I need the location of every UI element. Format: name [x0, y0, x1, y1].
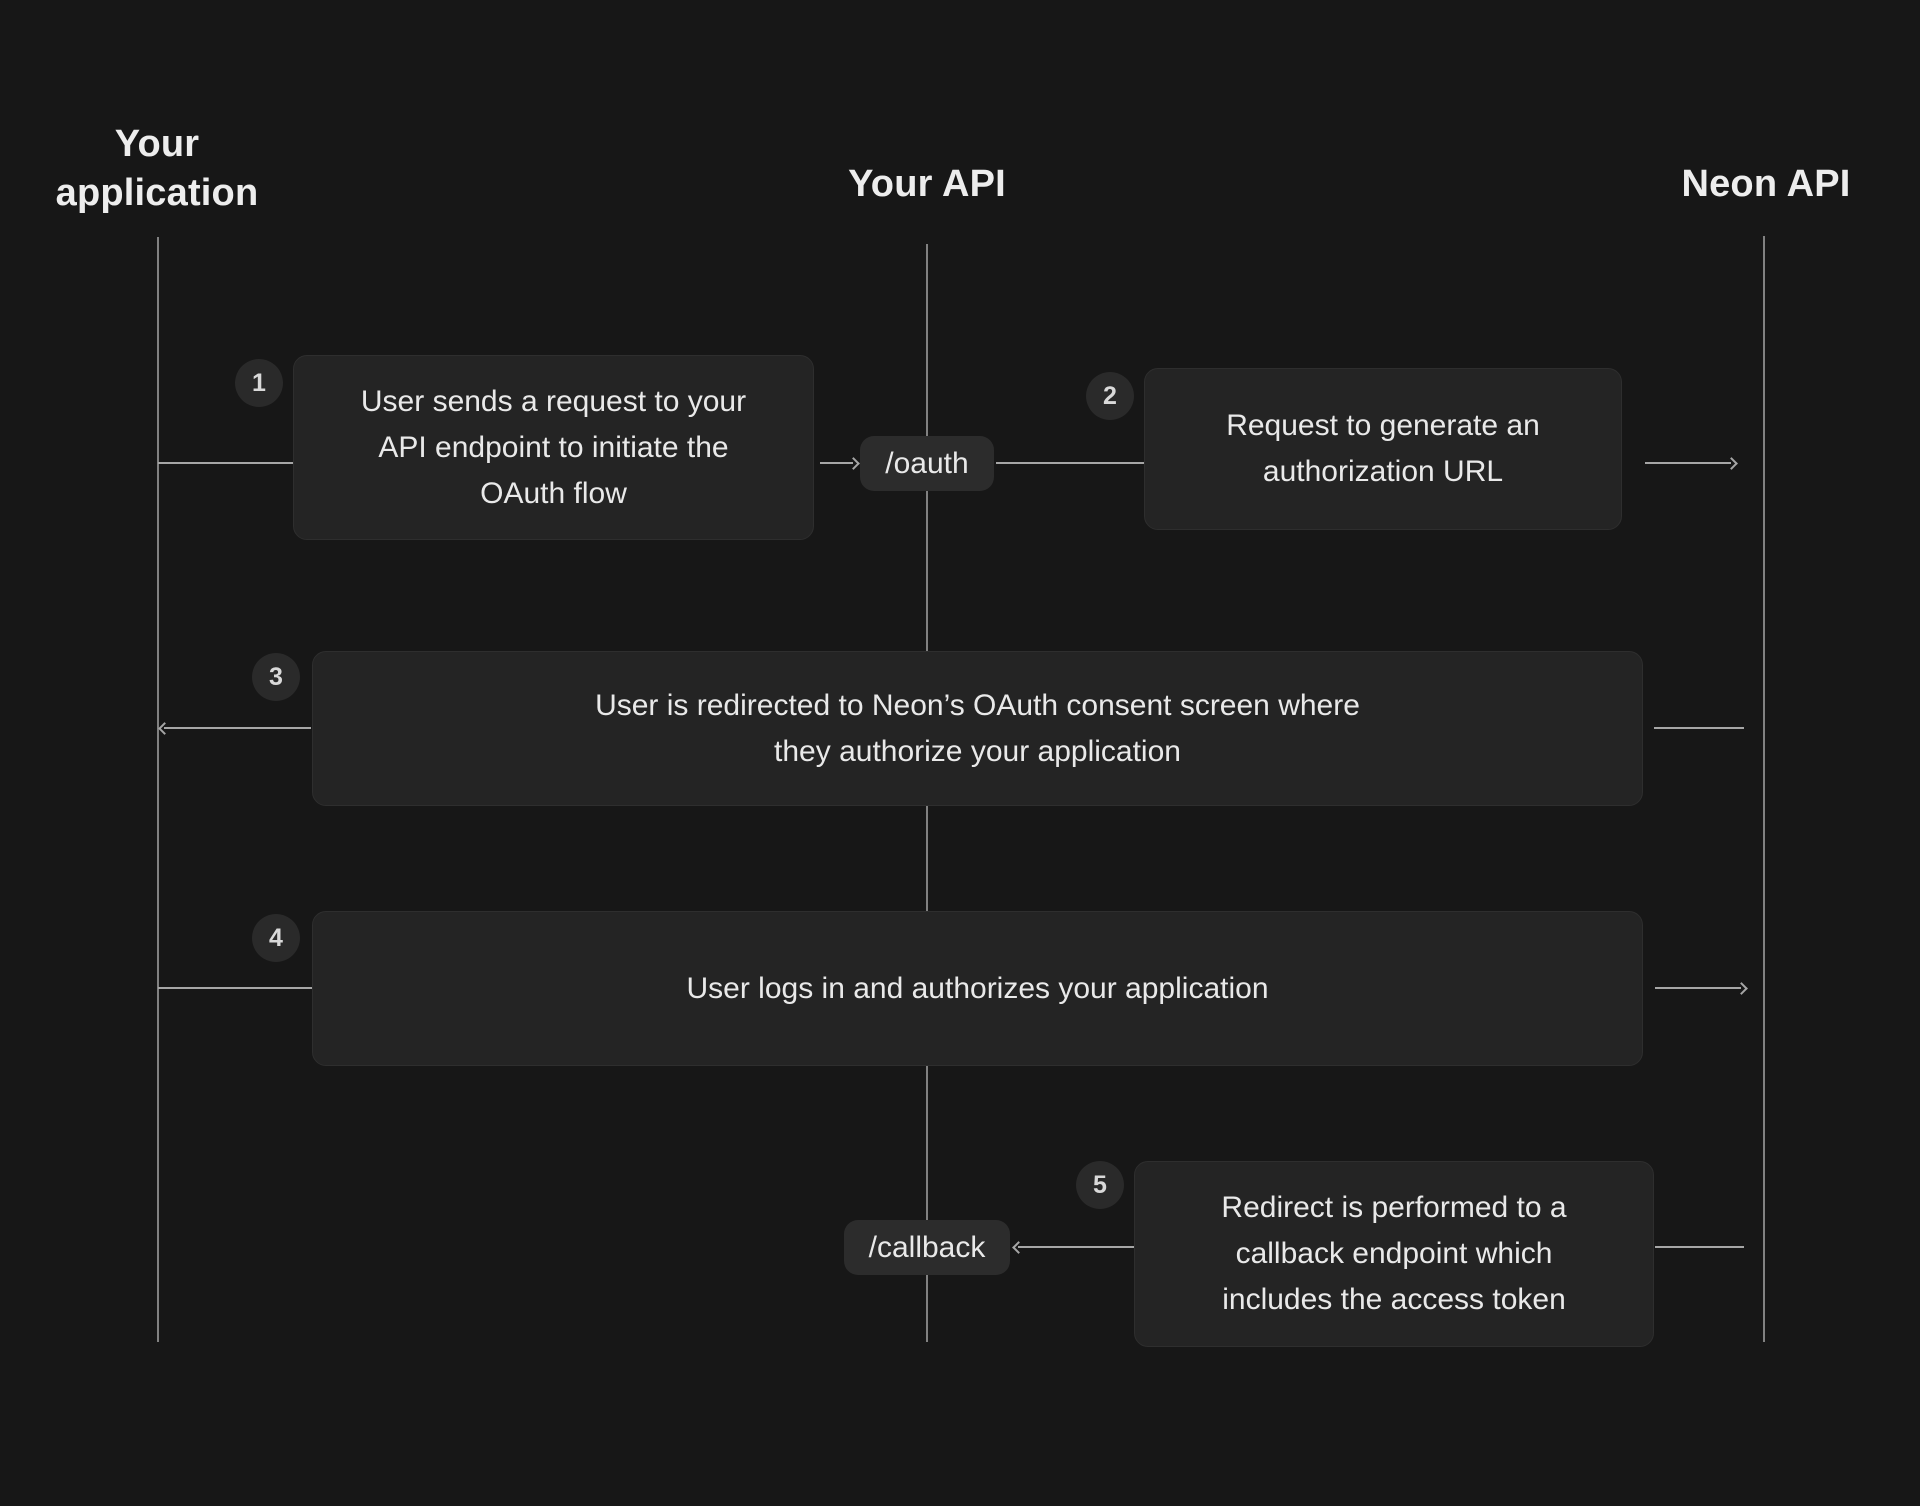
step2-box: Request to generate an authorization URL: [1144, 368, 1622, 530]
step5-text: Redirect is performed to a callback endp…: [1221, 1191, 1567, 1316]
arrow-right-icon: [847, 456, 860, 470]
step4-box: User logs in and authorizes your applica…: [312, 911, 1643, 1066]
step4-text: User logs in and authorizes your applica…: [686, 971, 1269, 1005]
connector-neon-to-step5: [1655, 1246, 1744, 1248]
step4-number-badge: 4: [252, 914, 300, 962]
connector-step3-to-app: [164, 727, 311, 729]
step3-box: User is redirected to Neon’s OAuth conse…: [312, 651, 1643, 806]
lifeline-neon-api: [1763, 236, 1765, 1342]
lane-title-neon-api: Neon API: [1681, 163, 1851, 205]
step2-number-badge: 2: [1086, 372, 1134, 420]
connector-step1-from-app: [158, 462, 293, 464]
step5-number-badge: 5: [1076, 1161, 1124, 1209]
callback-endpoint-chip: /callback: [844, 1220, 1010, 1275]
arrow-right-icon: [1725, 456, 1738, 470]
step3-text: User is redirected to Neon’s OAuth conse…: [595, 688, 1360, 768]
connector-neon-to-step3: [1654, 727, 1744, 729]
connector-step1-to-oauth: [820, 462, 853, 464]
step5-box: Redirect is performed to a callback endp…: [1134, 1161, 1654, 1347]
lane-title-your-application: Your application: [55, 123, 259, 214]
connector-step4-to-neon: [1655, 987, 1741, 989]
connector-app-to-step4: [158, 987, 312, 989]
connector-step5-to-callback: [1018, 1246, 1134, 1248]
step1-text: User sends a request to your API endpoin…: [360, 384, 747, 510]
step1-box: User sends a request to your API endpoin…: [293, 355, 814, 540]
lifeline-your-application: [157, 237, 159, 1342]
connector-oauth-to-step2: [996, 462, 1144, 464]
lane-title-your-api: Your API: [848, 163, 1006, 205]
arrow-right-icon: [1735, 981, 1748, 995]
step1-number-badge: 1: [235, 359, 283, 407]
step2-text: Request to generate an authorization URL: [1226, 409, 1540, 488]
step3-number-badge: 3: [252, 653, 300, 701]
connector-step2-to-neon: [1645, 462, 1731, 464]
oauth-endpoint-chip: /oauth: [860, 436, 994, 491]
